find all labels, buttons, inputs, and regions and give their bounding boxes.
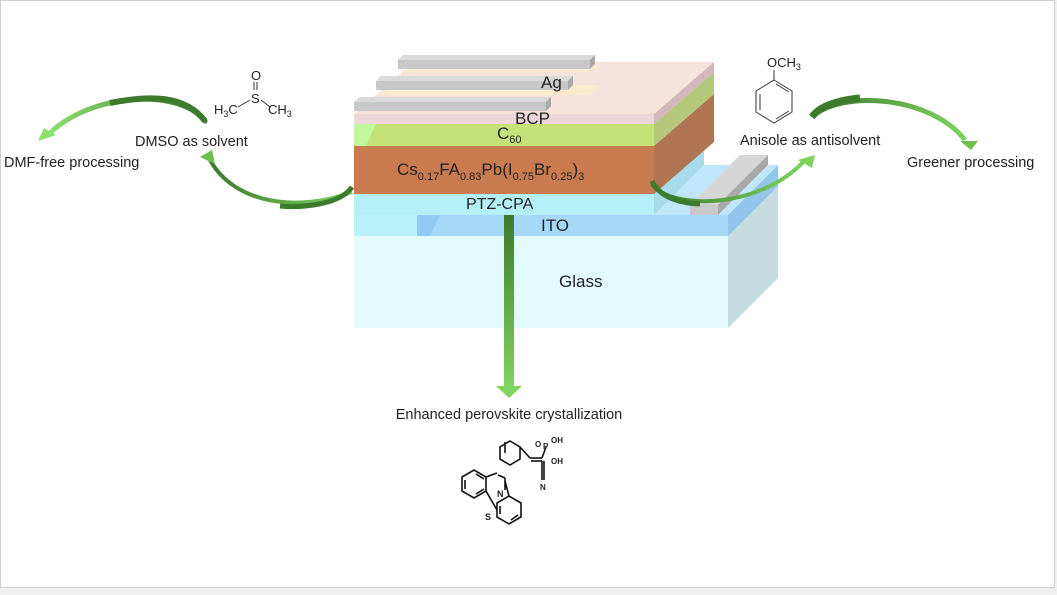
crystallization-arrow (496, 215, 522, 398)
right-cycle-arrows (649, 94, 978, 207)
anisole-label: Anisole as antisolvent (740, 133, 880, 149)
arrowhead-dmso (200, 150, 215, 164)
greener-label: Greener processing (907, 155, 1034, 171)
ag-label: Ag (541, 73, 562, 92)
svg-text:O: O (251, 68, 261, 83)
crystallization-label: Enhanced perovskite crystallization (396, 407, 622, 423)
ag-bar-2 (376, 76, 573, 90)
perovskite-formula-part: 0.75 (513, 171, 534, 183)
perovskite-layer (354, 94, 714, 194)
perovskite-formula-part: ) (572, 160, 578, 179)
perovskite-formula-part: 3 (578, 171, 584, 183)
perovskite-label: Cs0.17FA0.83Pb(I0.75Br0.25)3 (397, 160, 584, 183)
svg-text:S: S (485, 512, 491, 522)
perovskite-formula-part: FA (439, 160, 460, 179)
svg-text:OH: OH (551, 436, 563, 445)
perovskite-formula-part: Br (534, 160, 551, 179)
dmso-structure: O S H3C CH3 (214, 68, 292, 119)
svg-text:OCH3: OCH3 (767, 55, 801, 72)
perovskite-formula-part: Pb(I (481, 160, 512, 179)
svg-text:S: S (251, 91, 260, 106)
ito-label: ITO (541, 216, 569, 235)
ptz-cpa-atoms: N S O P OH OH N (485, 436, 563, 522)
bcp-label: BCP (515, 109, 550, 128)
arrowhead-dmf-free (38, 128, 56, 141)
ag-bar-3 (354, 97, 551, 111)
arrowhead-greener (960, 141, 978, 150)
svg-text:H3C: H3C (214, 102, 238, 119)
perovskite-formula-part: 0.17 (418, 171, 439, 183)
dmf-free-label: DMF-free processing (4, 155, 139, 171)
perovskite-formula-part: Cs (397, 160, 418, 179)
perovskite-formula-part: 0.83 (460, 171, 481, 183)
perovskite-formula-part: 0.25 (551, 171, 572, 183)
svg-text:O: O (535, 440, 541, 449)
svg-text:N: N (540, 483, 546, 492)
ptz-cpa-structure (461, 440, 547, 525)
ag-electrodes (354, 55, 595, 111)
left-cycle-arrows (38, 95, 355, 210)
svg-text:OH: OH (551, 457, 563, 466)
c60-layer (354, 72, 714, 146)
ag-bar-1 (398, 55, 595, 69)
svg-text:CH3: CH3 (268, 102, 292, 119)
arrowhead-anisole (798, 155, 815, 168)
svg-text:P: P (543, 442, 549, 451)
svg-text:N: N (497, 489, 504, 499)
anisole-structure: OCH3 (755, 55, 801, 124)
dmso-label: DMSO as solvent (135, 134, 248, 150)
ptz-cpa-label: PTZ-CPA (466, 196, 534, 213)
glass-layer (354, 186, 778, 328)
glass-label: Glass (559, 272, 602, 291)
c60-label: C60 (497, 124, 522, 146)
